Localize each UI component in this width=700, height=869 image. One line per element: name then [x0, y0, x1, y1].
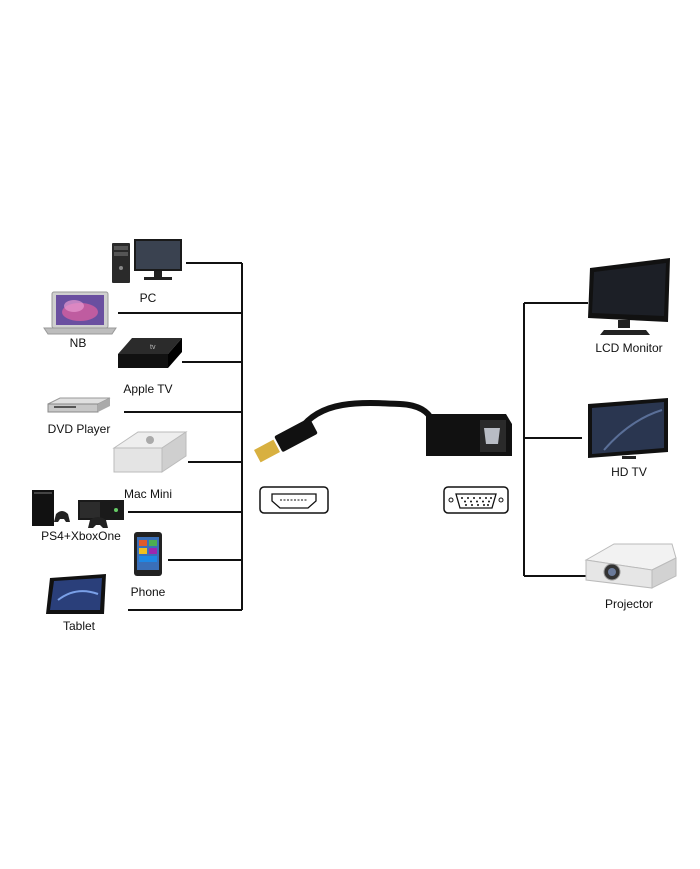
label-lcd-monitor: LCD Monitor [595, 341, 663, 355]
label-pc: PC [139, 291, 157, 305]
game-consoles-icon [32, 490, 124, 528]
label-apple-tv: Apple TV [123, 382, 173, 396]
hd-tv-icon [588, 398, 668, 459]
label-nb: NB [69, 336, 87, 350]
hdmi-to-vga-adapter-icon [254, 400, 512, 463]
lcd-monitor-icon [588, 258, 670, 335]
laptop-icon [43, 291, 117, 335]
label-tablet: Tablet [62, 619, 96, 633]
right-bus [523, 302, 588, 577]
label-ps4-xboxone: PS4+XboxOne [41, 529, 121, 543]
label-mac-mini: Mac Mini [123, 487, 173, 501]
apple-tv-box-icon: tv [118, 338, 182, 368]
vga-port-icon [443, 486, 509, 514]
label-phone: Phone [130, 585, 166, 599]
smartphone-icon [134, 532, 162, 576]
svg-text:tv: tv [150, 344, 156, 351]
projector-icon [584, 543, 677, 589]
hdmi-port-icon [259, 486, 329, 514]
left-bus [118, 262, 243, 611]
label-projector: Projector [604, 597, 654, 611]
pc-tower-monitor-icon [112, 239, 182, 283]
dvd-player-icon [47, 397, 111, 413]
label-hd-tv: HD TV [611, 465, 647, 479]
label-dvd-player: DVD Player [47, 422, 111, 436]
mac-mini-icon [112, 431, 188, 473]
tablet-icon [46, 574, 106, 614]
